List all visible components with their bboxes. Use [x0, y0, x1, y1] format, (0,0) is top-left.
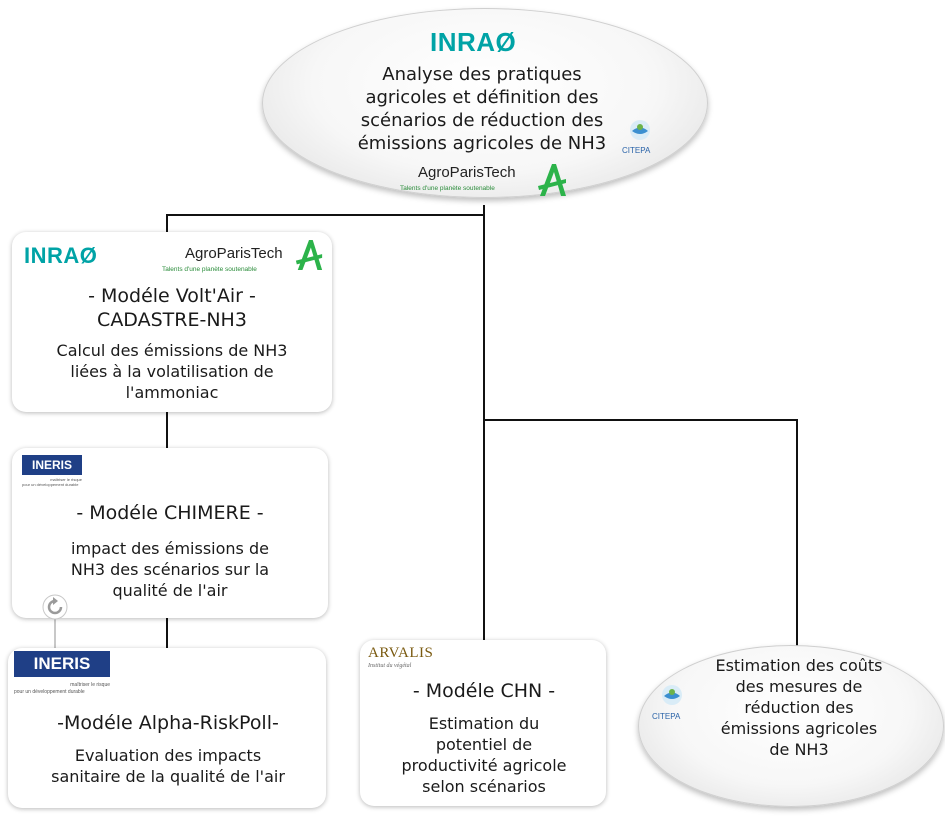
chn-desc-line: Estimation du [428, 714, 540, 733]
top-inrae-logo: INRAØ [430, 27, 517, 57]
top-node-text: Analyse des pratiques agricoles et défin… [322, 63, 642, 155]
chn-arvalis-logo: ARVALIS [368, 645, 434, 661]
voltair-description: Calcul des émissions de NH3 liées à la v… [22, 340, 322, 403]
chimere-desc-line: NH3 des scénarios sur la [70, 560, 270, 579]
chimere-title: - Modéle CHIMERE - [76, 502, 264, 524]
voltair-agroparistech-tagline: Talents d'une planète soutenable [162, 266, 257, 273]
top-text-line: scénarios de réduction des [360, 110, 604, 131]
chimere-description: impact des émissions de NH3 des scénario… [20, 538, 320, 601]
alpha-description: Evaluation des impacts sanitaire de la q… [14, 745, 322, 787]
chimere-desc-line: qualité de l'air [112, 581, 228, 600]
costs-text-line: des mesures de [735, 677, 863, 696]
costs-node [638, 645, 944, 807]
chn-node [360, 640, 606, 806]
top-citepa-icon [630, 120, 650, 140]
voltair-title: - Modéle Volt'Air - CADASTRE-NH3 [22, 284, 322, 332]
alpha-ineris-tagline-line: maîtriser le risque [70, 682, 110, 688]
voltair-node [12, 232, 332, 412]
top-text-line: Analyse des pratiques [382, 64, 582, 85]
costs-node-text: Estimation des coûts des mesures de rédu… [690, 655, 908, 760]
top-agroparistech-tagline: Talents d'une planète soutenable [400, 185, 495, 192]
chimere-ineris-tagline-line: pour un développement durable [22, 482, 79, 487]
top-agroparistech-logo: AgroParisTech [418, 164, 516, 181]
costs-text-line: Estimation des coûts [715, 656, 883, 675]
chn-arvalis-tagline: Institut du végétal [368, 663, 412, 669]
alpha-ineris-logo: INERIS [14, 651, 110, 677]
voltair-desc-line: l'ammoniac [125, 383, 219, 402]
chn-description: Estimation du potentiel de productivité … [364, 713, 604, 797]
costs-citepa-logo: CITEPA [652, 712, 681, 721]
chimere-desc-line: impact des émissions de [71, 539, 269, 558]
costs-text-line: de NH3 [769, 740, 829, 759]
chn-desc-line: potentiel de [435, 735, 533, 754]
top-node [262, 8, 708, 198]
costs-text-line: émissions agricoles [720, 719, 878, 738]
alpha-ineris-tagline: maîtriser le risque pour un développemen… [14, 682, 110, 696]
costs-text-line: réduction des [744, 698, 854, 717]
voltair-agroparistech-logo: AgroParisTech [185, 245, 283, 262]
voltair-desc-line: Calcul des émissions de NH3 [56, 341, 288, 360]
alpha-title: -Modéle Alpha-RiskPoll- [57, 712, 279, 734]
top-citepa-logo: CITEPA [622, 146, 651, 155]
chn-desc-line: productivité agricole [401, 756, 567, 775]
rotate-handle-icon[interactable] [42, 594, 68, 620]
alpha-desc-line: Evaluation des impacts [74, 746, 262, 765]
chimere-node [12, 448, 328, 618]
chimere-ineris-tagline-line: maîtriser le risque [50, 477, 82, 482]
chn-title: - Modéle CHN - [412, 680, 556, 702]
alpha-ineris-tagline-line: pour un développement durable [14, 689, 85, 695]
voltair-agroparistech-a-icon [295, 240, 323, 270]
voltair-title-line: - Modéle Volt'Air - [88, 285, 256, 307]
costs-citepa-icon [662, 685, 682, 705]
alpha-desc-line: sanitaire de la qualité de l'air [51, 767, 285, 786]
chimere-ineris-tagline: maîtriser le risque pour un développemen… [22, 477, 82, 487]
voltair-inrae-logo: INRAØ [24, 243, 98, 268]
connector-to-costs [484, 419, 798, 648]
chimere-ineris-logo: INERIS [22, 455, 82, 475]
top-agroparistech-a-icon [538, 164, 566, 196]
top-text-line: émissions agricoles de NH3 [357, 133, 607, 154]
voltair-title-line: CADASTRE-NH3 [97, 309, 247, 331]
voltair-desc-line: liées à la volatilisation de [70, 362, 274, 381]
chn-desc-line: selon scénarios [422, 777, 546, 796]
top-text-line: agricoles et définition des [365, 87, 599, 108]
